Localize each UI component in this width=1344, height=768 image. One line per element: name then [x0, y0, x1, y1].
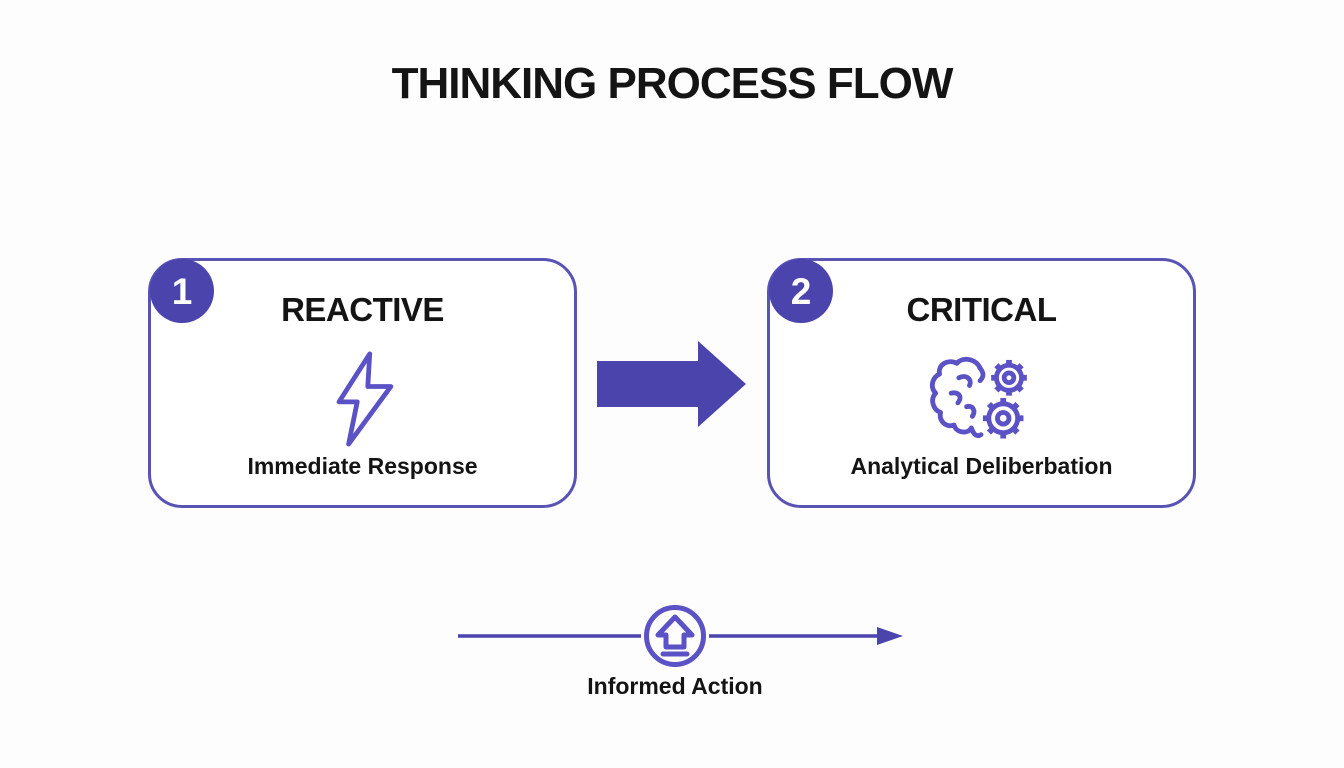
brain-outline — [929, 356, 983, 439]
gear-large — [982, 398, 1023, 439]
brain-gears-icon — [770, 349, 1193, 449]
step-number: 1 — [171, 270, 193, 312]
step-number-badge: 2 — [769, 259, 833, 323]
brain-fold-1 — [955, 374, 973, 388]
step-card-reactive: 1 REACTIVE Immediate Response — [148, 258, 577, 508]
step-subtitle: Immediate Response — [247, 453, 478, 479]
step-card-critical: 2 CRITICAL — [767, 258, 1196, 508]
arrow-shape — [597, 341, 746, 427]
footer-label: Informed Action — [587, 673, 763, 699]
page-title: THINKING PROCESS FLOW — [391, 59, 954, 108]
upload-arrow-circle-icon — [644, 605, 706, 667]
step-title: CRITICAL — [906, 291, 1057, 328]
solid-right-arrow-icon — [597, 341, 746, 427]
step-title: REACTIVE — [281, 291, 444, 328]
brain-gears-svg — [929, 356, 1027, 439]
brain-fold-4 — [977, 365, 985, 384]
lightning-bolt-icon — [151, 349, 574, 449]
informed-action-flow: Informed Action — [445, 604, 905, 704]
lightning-bolt-shape — [336, 351, 393, 447]
step-subtitle: Analytical Deliberbation — [850, 453, 1113, 479]
brain-fold-3 — [963, 403, 976, 419]
brain-fold-2 — [948, 390, 962, 406]
step-number: 2 — [790, 270, 812, 312]
step-number-badge: 1 — [150, 259, 214, 323]
gear-small — [990, 359, 1027, 396]
lightning-bolt-svg — [336, 351, 393, 447]
informed-action-line — [458, 605, 903, 667]
flow-arrowhead — [877, 627, 903, 645]
